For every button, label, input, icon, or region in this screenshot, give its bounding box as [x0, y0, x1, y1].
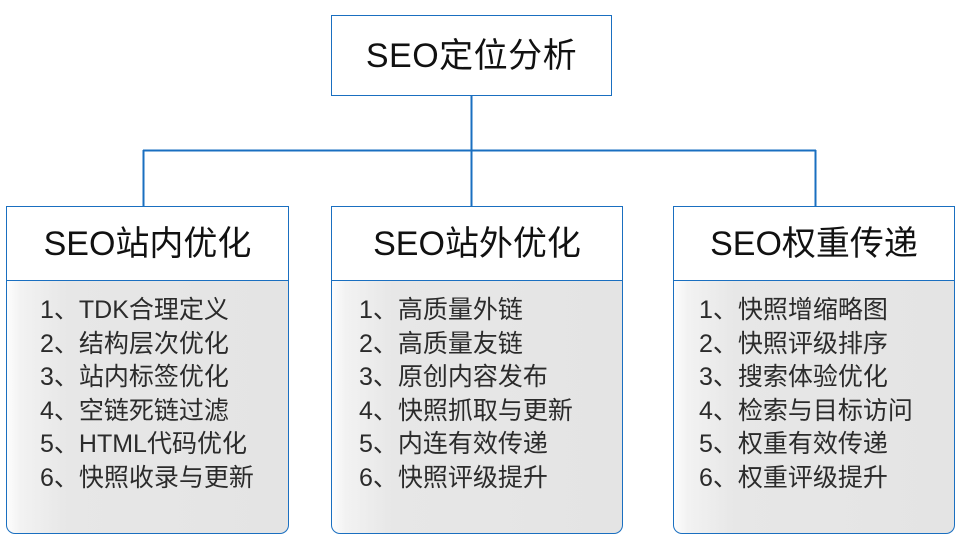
list-item: 2、结构层次优化 [40, 329, 229, 358]
list-item: 6、权重评级提升 [699, 463, 888, 492]
branch-header-label-2: SEO站外优化 [373, 224, 581, 263]
list-item: 4、检索与目标访问 [699, 396, 913, 425]
list-item: 5、HTML代码优化 [40, 430, 247, 458]
branch-item-list-3: 1、快照增缩略图 2、快照评级排序 3、搜索体验优化 4、检索与目标访问 5、权… [674, 294, 954, 495]
list-item: 4、快照抓取与更新 [359, 396, 573, 425]
list-item: 1、TDK合理定义 [40, 296, 229, 324]
list-item: 3、原创内容发布 [359, 363, 548, 391]
branch-body-3: 1、快照增缩略图 2、快照评级排序 3、搜索体验优化 4、检索与目标访问 5、权… [673, 280, 955, 534]
root-node[interactable]: SEO定位分析 [331, 15, 612, 96]
branch-item-list-1: 1、TDK合理定义 2、结构层次优化 3、站内标签优化 4、空链死链过滤 5、H… [7, 294, 288, 495]
list-item: 3、站内标签优化 [40, 363, 229, 391]
branch-header-label-3: SEO权重传递 [710, 224, 918, 263]
list-item: 2、快照评级排序 [699, 329, 888, 358]
root-node-label: SEO定位分析 [365, 36, 578, 75]
list-item: 4、空链死链过滤 [40, 396, 229, 425]
branch-header-1[interactable]: SEO站内优化 [6, 206, 289, 281]
list-item: 1、快照增缩略图 [699, 296, 888, 324]
list-item: 6、快照评级提升 [359, 463, 548, 492]
list-item: 2、高质量友链 [359, 329, 523, 358]
branch-item-list-2: 1、高质量外链 2、高质量友链 3、原创内容发布 4、快照抓取与更新 5、内连有… [332, 294, 622, 495]
branch-body-1: 1、TDK合理定义 2、结构层次优化 3、站内标签优化 4、空链死链过滤 5、H… [6, 280, 289, 534]
branch-header-2[interactable]: SEO站外优化 [331, 206, 623, 281]
list-item: 5、权重有效传递 [699, 430, 888, 458]
branch-header-label-1: SEO站内优化 [43, 224, 252, 263]
list-item: 3、搜索体验优化 [699, 363, 888, 391]
branch-header-3[interactable]: SEO权重传递 [673, 206, 955, 281]
branch-body-2: 1、高质量外链 2、高质量友链 3、原创内容发布 4、快照抓取与更新 5、内连有… [331, 280, 623, 534]
list-item: 6、快照收录与更新 [40, 463, 254, 492]
list-item: 1、高质量外链 [359, 296, 523, 324]
list-item: 5、内连有效传递 [359, 430, 548, 458]
